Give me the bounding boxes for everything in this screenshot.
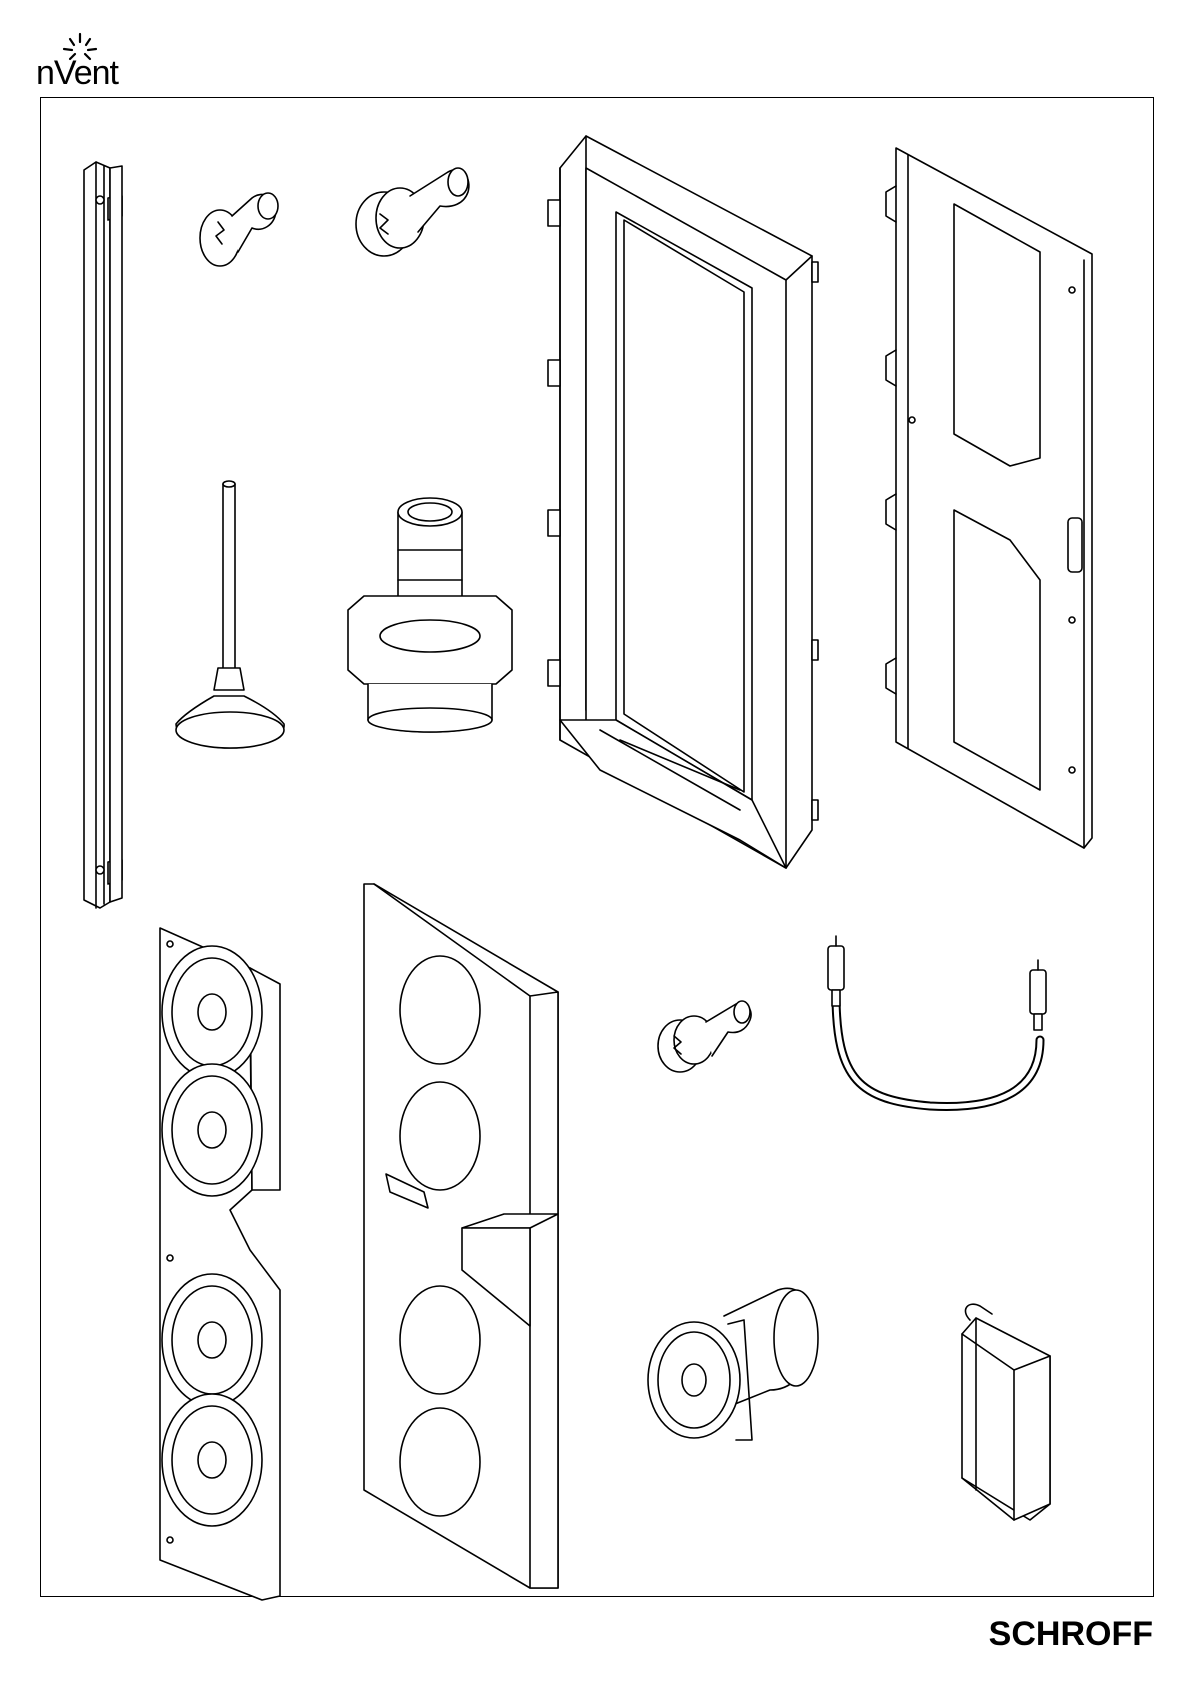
panel-icon bbox=[886, 148, 1092, 848]
bracket-icon bbox=[962, 1304, 1050, 1520]
fitting-icon bbox=[348, 498, 512, 732]
rail-icon bbox=[84, 162, 122, 908]
nut-icon bbox=[648, 1288, 818, 1440]
foot-icon bbox=[176, 481, 284, 748]
screw-icon bbox=[658, 1001, 751, 1072]
frame-icon bbox=[548, 136, 818, 868]
duct-icon bbox=[364, 884, 558, 1588]
screw-icon bbox=[356, 168, 469, 256]
brand-wordmark: SCHROFF bbox=[989, 1615, 1153, 1654]
cable-icon bbox=[828, 936, 1046, 1106]
screw-icon bbox=[200, 193, 278, 266]
fan-icon bbox=[160, 928, 280, 1600]
